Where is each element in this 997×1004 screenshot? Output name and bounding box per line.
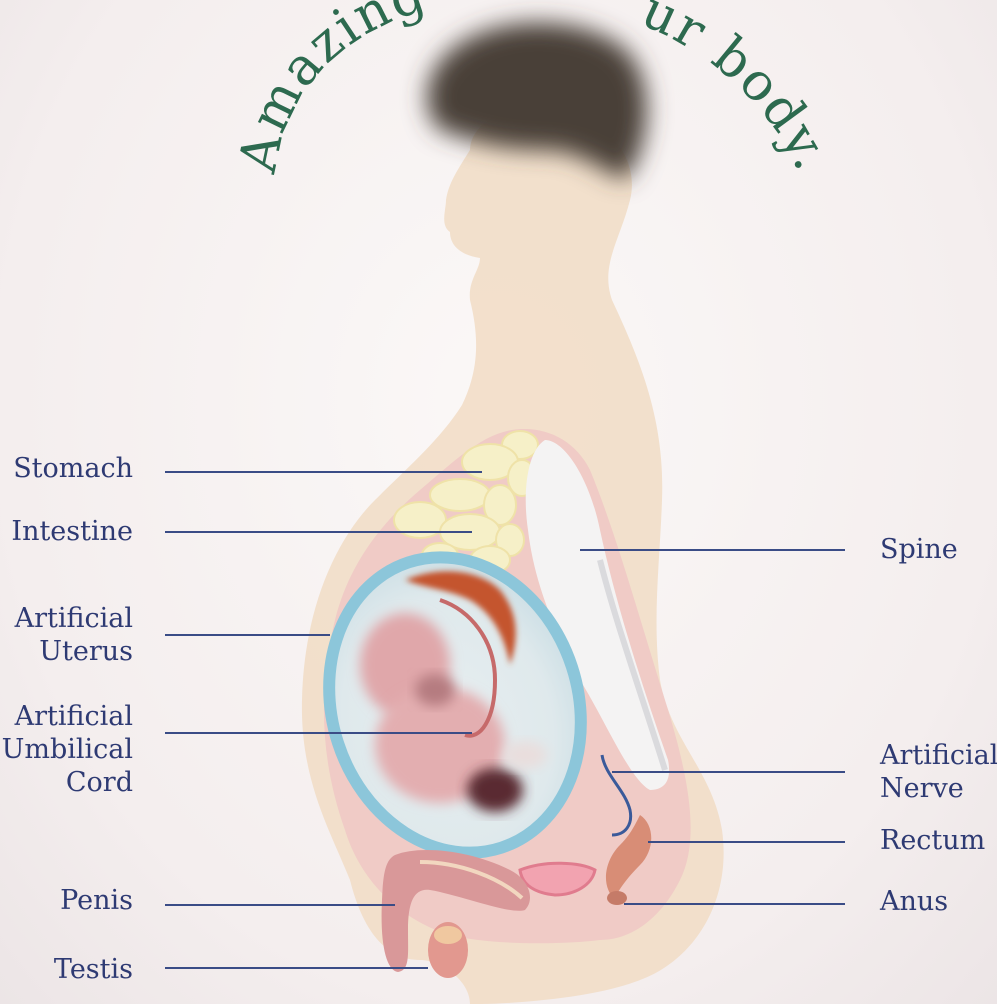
label-rectum: Rectum <box>880 824 985 857</box>
label-artificial-umbilical-cord: Artificial Umbilical Cord <box>2 700 133 799</box>
label-testis: Testis <box>54 953 133 986</box>
label-penis: Penis <box>60 884 133 917</box>
svg-text:Amazing: Amazing <box>228 0 434 178</box>
title-right-fragment: ur body. <box>633 0 843 180</box>
label-stomach: Stomach <box>13 452 133 485</box>
label-artificial-uterus: Artificial Uterus <box>15 602 133 668</box>
label-spine: Spine <box>880 533 958 566</box>
label-anus: Anus <box>880 885 948 918</box>
title-left-fragment: Amazing <box>228 0 434 178</box>
svg-text:ur body.: ur body. <box>633 0 843 180</box>
label-intestine: Intestine <box>11 515 133 548</box>
label-artificial-nerve: Artificial Nerve <box>880 739 997 805</box>
